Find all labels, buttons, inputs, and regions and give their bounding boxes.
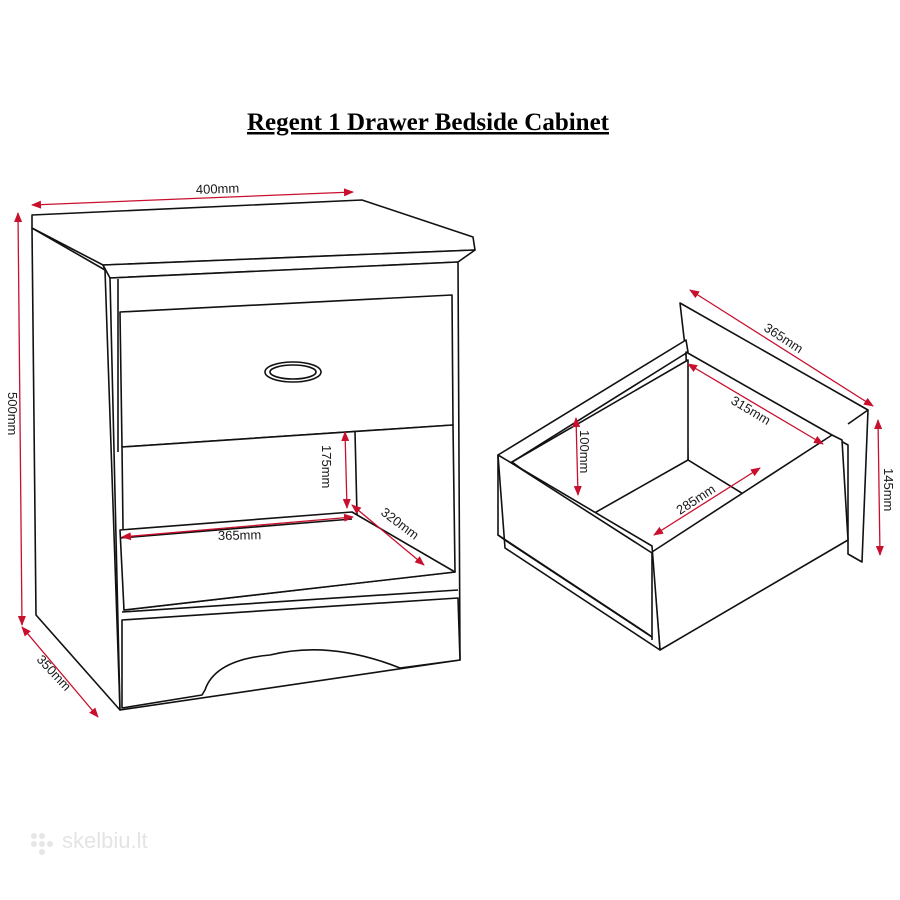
- cabinet-side-panel: [31, 227, 121, 711]
- drawer-dimension-arrows: [572, 289, 884, 556]
- cabinet-drawing: [31, 199, 476, 711]
- watermark-icon: [31, 833, 53, 855]
- cabinet-height-label: 500mm: [5, 392, 20, 435]
- drawer-inner-height-label: 100mm: [577, 430, 592, 473]
- drawer-front-height-label: 145mm: [881, 468, 896, 511]
- cabinet-width-label: 400mm: [196, 180, 240, 197]
- cabinet-dimension-arrows: [14, 188, 425, 718]
- shelf-width-label: 365mm: [218, 527, 262, 543]
- cabinet-plinth: [121, 597, 461, 709]
- drawer-front-panel: [497, 454, 661, 651]
- watermark-text: skelbiu.lt: [62, 828, 148, 853]
- cabinet-depth-label: 350mm: [34, 652, 75, 694]
- shelf-gap-height-label: 175mm: [319, 445, 334, 488]
- drawer-runner: [497, 534, 653, 638]
- watermark: skelbiu.lt: [31, 828, 148, 855]
- drawer-drawing: [497, 302, 869, 651]
- diagram-title: Regent 1 Drawer Bedside Cabinet: [247, 109, 610, 136]
- drawer-length-label: 365mm: [761, 320, 806, 356]
